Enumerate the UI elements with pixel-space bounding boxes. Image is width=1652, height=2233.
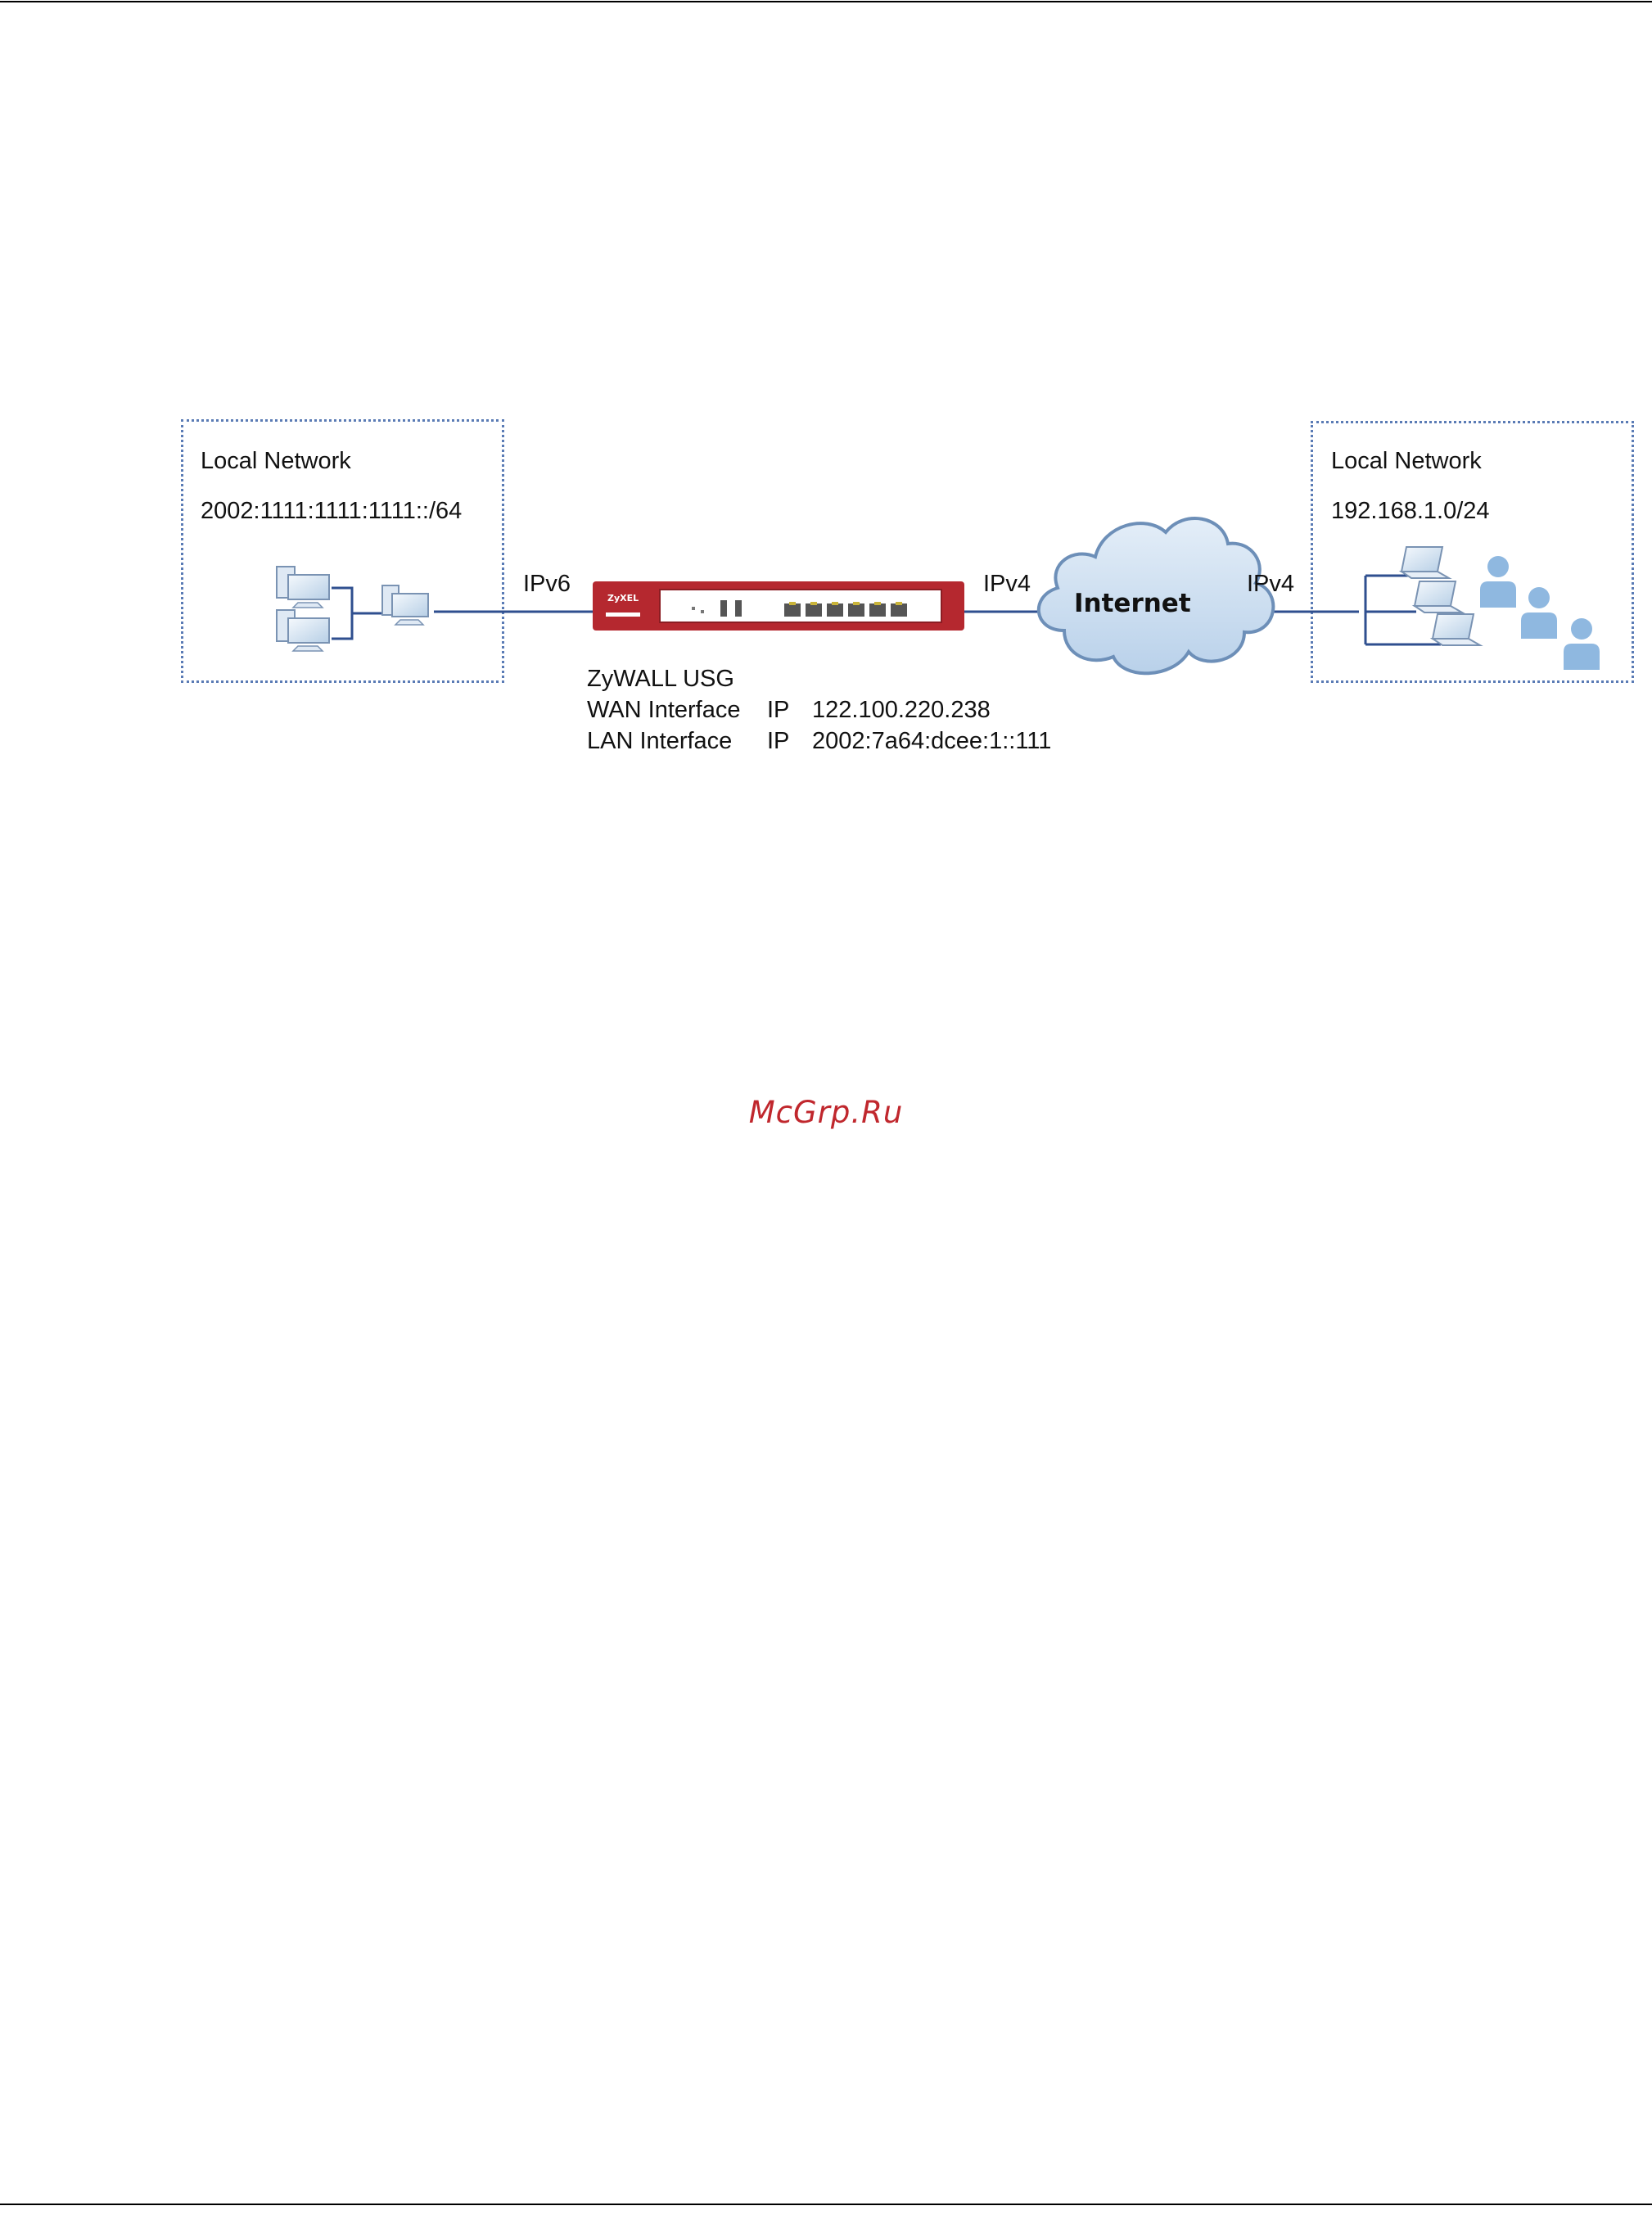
right-network-title: Local Network	[1331, 450, 1482, 473]
remote-link-protocol-label: IPv4	[1247, 572, 1294, 596]
router-icon	[593, 581, 964, 631]
cloud-label: Internet	[1074, 591, 1191, 617]
lan-link-protocol-label: IPv6	[523, 572, 571, 596]
lan-ip-value: 2002:7a64:dcee:1::111	[812, 730, 1051, 753]
router-brand-logo: ZyXEL	[607, 593, 639, 603]
wan-interface-label: WAN Interface	[587, 698, 740, 722]
lan-interface-label: LAN Interface	[587, 730, 732, 753]
watermark: McGrp.Ru	[0, 1097, 1652, 1128]
laptop-icon	[1401, 547, 1480, 645]
left-network-subnet: 2002:1111:1111:1111::/64	[201, 499, 462, 523]
wan-link-protocol-label: IPv4	[983, 572, 1031, 596]
left-network-title: Local Network	[201, 450, 351, 473]
device-name: ZyWALL USG	[587, 667, 734, 691]
user-icon	[1480, 556, 1600, 670]
right-network-subnet: 192.168.1.0/24	[1331, 499, 1490, 523]
lan-ip-label: IP	[767, 730, 789, 753]
left-hosts-bracket	[332, 588, 383, 639]
wan-ip-label: IP	[767, 698, 789, 722]
wan-ip-value: 122.100.220.238	[812, 698, 991, 722]
